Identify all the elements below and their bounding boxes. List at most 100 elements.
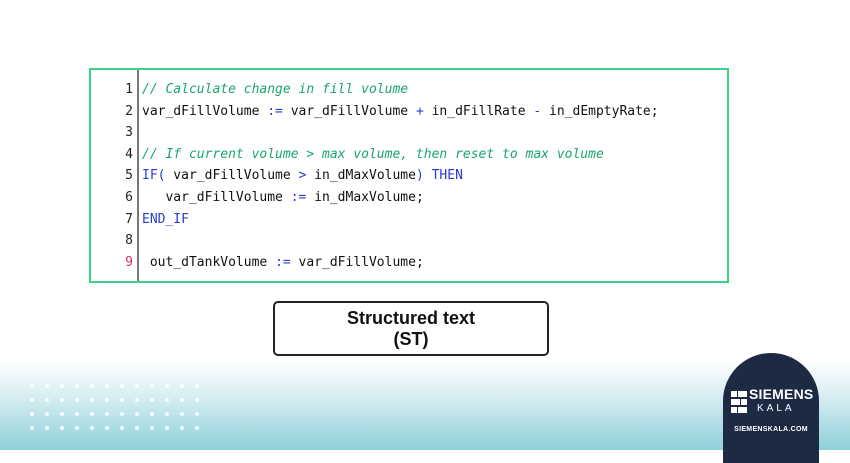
decorative-dot xyxy=(120,398,124,402)
code-token: > xyxy=(298,168,307,184)
decorative-dot xyxy=(45,412,49,416)
logo-url: SIEMENSKALA.COM xyxy=(734,426,808,433)
decorative-dot xyxy=(90,426,94,430)
caption-box: Structured text (ST) xyxy=(273,301,549,356)
decorative-dot xyxy=(195,412,199,416)
decorative-dot xyxy=(195,426,199,430)
code-token: // If current volume > max volume, then … xyxy=(142,146,604,162)
decorative-dot xyxy=(150,426,154,430)
decorative-dot xyxy=(135,412,139,416)
decorative-dot xyxy=(90,384,94,388)
code-line: 6 var_dFillVolume := in_dMaxVolume; xyxy=(91,187,727,208)
caption-subtitle: (ST) xyxy=(393,328,429,349)
decorative-dot xyxy=(180,398,184,402)
code-line: 9 out_dTankVolume := var_dFillVolume; xyxy=(91,252,727,273)
code-token: ) xyxy=(415,168,424,184)
code-text: // If current volume > max volume, then … xyxy=(142,144,604,165)
decorative-dot xyxy=(165,426,169,430)
code-text: var_dFillVolume := in_dMaxVolume; xyxy=(142,187,424,208)
decorative-dot xyxy=(150,384,154,388)
line-number: 2 xyxy=(125,103,133,119)
caption-title: Structured text xyxy=(346,307,476,328)
decorative-dot xyxy=(195,398,199,402)
line-number: 4 xyxy=(125,146,133,162)
code-token: + xyxy=(415,103,424,119)
code-token: var_dFillVolume xyxy=(142,103,268,119)
code-token: in_dEmptyRate; xyxy=(541,103,659,119)
code-token: END_IF xyxy=(142,211,189,227)
decorative-dot xyxy=(180,426,184,430)
decorative-dot xyxy=(165,412,169,416)
decorative-dot xyxy=(195,384,199,388)
code-token: := xyxy=(275,254,291,270)
code-token: var_dFillVolume xyxy=(282,103,416,119)
decorative-dot xyxy=(120,412,124,416)
logo-word-kala: KALA xyxy=(757,403,795,414)
code-token: in_dMaxVolume; xyxy=(306,190,424,205)
code-text: END_IF xyxy=(142,209,189,230)
brand-logo: SIEMENS KALA SIEMENSKALA.COM xyxy=(723,353,819,463)
decorative-dot xyxy=(60,384,64,388)
decorative-dot xyxy=(30,398,34,402)
decorative-dot xyxy=(60,426,64,430)
decorative-dot xyxy=(165,384,169,388)
decorative-dot xyxy=(180,384,184,388)
code-token: THEN xyxy=(423,168,463,184)
decorative-dots xyxy=(30,384,230,444)
code-text: IF( var_dFillVolume > in_dMaxVolume) THE… xyxy=(142,165,463,186)
decorative-dot xyxy=(180,412,184,416)
decorative-dot xyxy=(135,384,139,388)
decorative-dot xyxy=(30,384,34,388)
code-text: // Calculate change in fill volume xyxy=(142,79,408,100)
decorative-dot xyxy=(45,398,49,402)
code-line: 7 END_IF xyxy=(91,209,727,230)
logo-mark-icon xyxy=(731,391,747,413)
decorative-dot xyxy=(75,398,79,402)
code-token: in_dFillRate xyxy=(423,103,534,119)
decorative-dot xyxy=(30,426,34,430)
code-text: out_dTankVolume := var_dFillVolume; xyxy=(142,252,424,273)
line-number: 1 xyxy=(125,82,133,97)
line-number: 5 xyxy=(125,168,133,184)
code-token: in_dMaxVolume xyxy=(306,168,416,184)
line-number: 8 xyxy=(125,233,133,249)
decorative-dot xyxy=(105,384,109,388)
decorative-dot xyxy=(135,398,139,402)
decorative-dot xyxy=(105,398,109,402)
decorative-dot xyxy=(135,426,139,430)
decorative-dot xyxy=(45,426,49,430)
code-token: // Calculate change in fill volume xyxy=(142,82,409,97)
decorative-dot xyxy=(60,412,64,416)
decorative-dot xyxy=(120,426,124,430)
decorative-dot xyxy=(60,398,64,402)
code-line: 1 // Calculate change in fill volume xyxy=(91,79,727,100)
code-token: var_dFillVolume xyxy=(142,190,291,205)
line-number: 6 xyxy=(125,190,133,205)
background-gradient xyxy=(0,360,850,450)
decorative-dot xyxy=(120,384,124,388)
code-editor-panel: 1 // Calculate change in fill volume 2 var_… xyxy=(89,68,729,283)
decorative-dot xyxy=(90,412,94,416)
code-token: IF( xyxy=(142,168,166,184)
decorative-dot xyxy=(165,398,169,402)
logo-word-siemens: SIEMENS xyxy=(749,386,814,402)
code-token: - xyxy=(533,103,542,119)
code-token: var_dFillVolume xyxy=(165,168,299,184)
decorative-dot xyxy=(150,398,154,402)
code-line: 5 IF( var_dFillVolume > in_dMaxVolume) TH… xyxy=(91,165,727,186)
code-text: var_dFillVolume := var_dFillVolume + in_… xyxy=(142,101,659,122)
code-token: out_dTankVolume xyxy=(142,254,276,270)
code-token: := xyxy=(267,103,283,119)
line-number: 7 xyxy=(125,211,133,227)
decorative-dot xyxy=(150,412,154,416)
gutter-divider xyxy=(137,70,139,281)
decorative-dot xyxy=(45,384,49,388)
decorative-dot xyxy=(75,426,79,430)
decorative-dot xyxy=(105,426,109,430)
line-number: 9 xyxy=(125,254,133,270)
decorative-dot xyxy=(75,412,79,416)
code-line: 8 xyxy=(91,230,727,251)
line-number: 3 xyxy=(125,125,133,141)
code-line: 4 // If current volume > max volume, then… xyxy=(91,144,727,165)
code-token: := xyxy=(290,190,307,205)
